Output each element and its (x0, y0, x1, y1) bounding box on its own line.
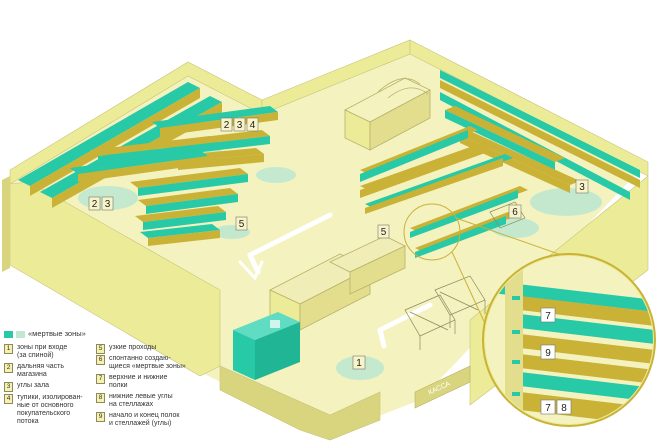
freezer-units (344, 77, 431, 151)
legend-title-row: «мертвые зоны» (4, 330, 86, 338)
svg-text:9: 9 (545, 348, 551, 359)
svg-text:7: 7 (545, 311, 551, 322)
left-outer-wall (2, 176, 10, 272)
legend-item: 2 дальняя часть магазина (4, 363, 104, 379)
front-wall (219, 365, 381, 441)
legend: «мертвые зоны» 1 зоны при входе (за спин… (4, 330, 219, 445)
svg-text:6: 6 (512, 207, 518, 218)
legend-item: 1 зоны при входе (за спиной) (4, 344, 104, 360)
zoom-marker-78: 7 8 (540, 399, 572, 415)
marker-4: 4 (250, 120, 256, 131)
zone-marker-234: 2 3 4 (220, 117, 259, 132)
legend-item: 8 нижние левые углы на стеллажах (96, 393, 218, 409)
zoom-marker-7: 7 (540, 307, 556, 323)
zone-marker-23: 2 3 (88, 196, 114, 211)
zone-marker-5-left: 5 (235, 216, 248, 231)
customer-path-arrows (238, 212, 433, 349)
legend-item: 7 верхние и нижние полки (96, 374, 218, 390)
shelving-rows-left (70, 106, 278, 246)
legend-item: 9 начало и конец полок и стеллажей (углы… (96, 412, 218, 428)
svg-text:3: 3 (579, 182, 585, 193)
marker-3: 3 (237, 120, 243, 131)
svg-text:5: 5 (381, 227, 387, 238)
swatch-teal (4, 330, 13, 338)
marker-2: 2 (224, 120, 230, 131)
legend-item: 5 узкие проходы (96, 344, 218, 354)
legend-item: 4 тупики, изолирован- ные от основного п… (4, 394, 104, 426)
svg-text:1: 1 (356, 358, 362, 369)
shelf-zoom-inset (482, 253, 656, 427)
swatch-light (16, 330, 25, 338)
zoom-connector (403, 203, 571, 331)
svg-text:5: 5 (239, 219, 245, 230)
zone-marker-6: 6 (508, 204, 522, 219)
zone-marker-3: 3 (575, 179, 589, 194)
shopping-carts (404, 201, 526, 350)
marker-7: 7 (545, 403, 551, 414)
shelving-rows-right (360, 106, 580, 258)
legend-item: 3 углы зала (4, 382, 104, 392)
center-displays (269, 235, 406, 331)
legend-item: 6 спонтанно создаю- щиеся «мертвые зоны» (96, 355, 218, 371)
legend-title: «мертвые зоны» (28, 329, 86, 338)
zoom-marker-9: 9 (540, 344, 556, 360)
zone-marker-1: 1 (352, 355, 366, 370)
register-block: КАССА (414, 365, 471, 409)
zone-marker-5-right: 5 (377, 224, 390, 239)
checkout-counter (233, 312, 300, 380)
marker-3: 3 (105, 199, 111, 210)
marker-2: 2 (92, 199, 98, 210)
marker-8: 8 (561, 403, 567, 414)
